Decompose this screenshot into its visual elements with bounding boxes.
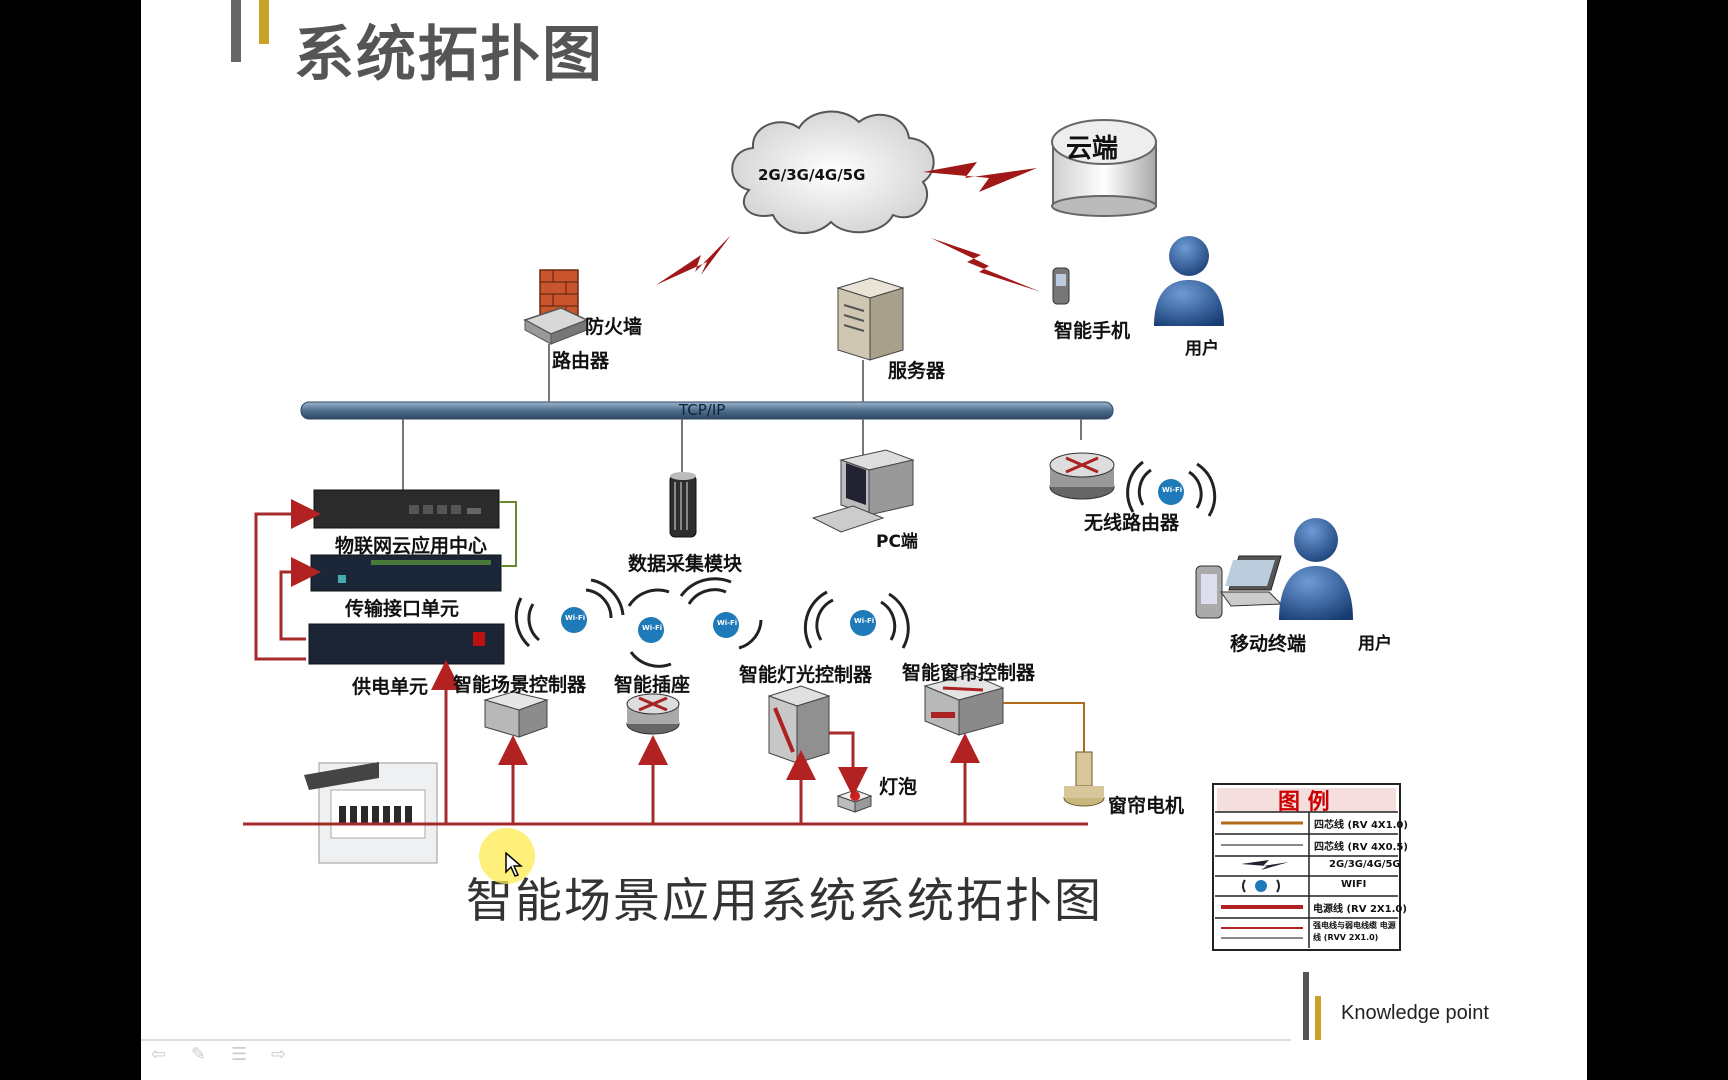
firewall-icon — [523, 269, 589, 345]
bulb-label: 灯泡 — [879, 776, 918, 798]
data-module-label: 数据采集模块 — [628, 553, 743, 575]
scene-controller-icon — [483, 691, 549, 738]
server-label: 服务器 — [888, 360, 946, 382]
legend-title: 图 例 — [1278, 790, 1330, 815]
lightning-icon-cloud-server — [923, 162, 1037, 192]
slide: 系统拓扑图 — [141, 0, 1587, 1080]
diagram-caption: 智能场景应用系统系统拓扑图 — [466, 874, 1103, 929]
curtain-controller-icon — [923, 673, 1005, 736]
wifi-icon-3 — [679, 577, 763, 650]
scene-controller-label: 智能场景控制器 — [453, 674, 587, 696]
wifi-icon-1 — [514, 578, 625, 648]
legend-row-6: 强电线与弱电线缆 电源线 (RVV 2X1.0) — [1313, 921, 1396, 942]
nav-pen-icon[interactable]: ✎ — [191, 1044, 207, 1065]
wifi-icon-5 — [1126, 460, 1217, 517]
smartphone-label: 智能手机 — [1054, 320, 1131, 342]
user-icon-bottom — [1279, 518, 1353, 620]
footer-bar-gold — [1315, 996, 1321, 1040]
smart-socket-label: 智能插座 — [614, 674, 691, 696]
cloud-label: 2G/3G/4G/5G — [758, 166, 866, 184]
page-title: 系统拓扑图 — [294, 20, 604, 90]
wifi-badge-text-4: Wi-Fi — [854, 617, 875, 625]
transport-unit-label: 传输接口单元 — [345, 598, 460, 620]
footer-knowledge-point: Knowledge point — [1341, 1002, 1489, 1024]
rack-link — [499, 501, 517, 567]
nav-prev-icon[interactable]: ⇦ — [151, 1044, 167, 1065]
legend-row-5: 电源线 (RV 2X1.0) — [1313, 904, 1407, 915]
wifi-badge-text-5: Wi-Fi — [1162, 486, 1183, 494]
router-label: 路由器 — [552, 350, 610, 372]
cloud-server-icon — [1051, 119, 1157, 217]
nav-menu-icon[interactable]: ☰ — [231, 1044, 248, 1065]
topology-diagram — [141, 110, 1401, 1041]
lightning-icon-phone — [931, 238, 1041, 292]
light-controller-icon — [767, 685, 831, 764]
legend-row-1: 四芯线 (RV 4X1.0) — [1314, 820, 1408, 831]
legend-row-2: 四芯线 (RV 4X0.5) — [1314, 842, 1408, 853]
bulb-icon — [836, 789, 873, 813]
data-module-icon — [669, 472, 697, 538]
light-controller-label: 智能灯光控制器 — [739, 664, 873, 686]
mobile-terminal-label: 移动终端 — [1230, 633, 1307, 655]
power-unit-icon — [308, 623, 505, 665]
curtain-link — [1003, 702, 1085, 752]
smartphone-icon — [1052, 267, 1070, 305]
wireless-router-label: 无线路由器 — [1084, 512, 1180, 534]
wifi-badge-text-3: Wi-Fi — [717, 619, 738, 627]
lightning-icon-firewall — [656, 235, 731, 285]
title-bar-gold — [259, 0, 269, 44]
user-icon-top — [1154, 236, 1224, 326]
wifi-badge-text-2: Wi-Fi — [642, 624, 663, 632]
legend-row-3: 2G/3G/4G/5G — [1329, 859, 1401, 870]
rack-power-lines — [254, 499, 321, 661]
legend-box — [1212, 783, 1401, 951]
cloud-server-label: 云端 — [1066, 134, 1119, 164]
legend-row-4: WIFI — [1341, 879, 1367, 890]
server-icon — [836, 277, 905, 361]
smart-socket-icon — [626, 693, 680, 735]
iot-center-label: 物联网云应用中心 — [335, 535, 488, 557]
firewall-label: 防火墙 — [585, 316, 643, 338]
distribution-box-icon — [304, 762, 438, 864]
title-bar-gray — [231, 0, 241, 62]
wifi-icon-2 — [627, 588, 672, 668]
pc-icon — [811, 449, 915, 533]
curtain-controller-label: 智能窗帘控制器 — [902, 662, 1036, 684]
mobile-terminal-icon — [1195, 555, 1283, 619]
transport-unit-icon — [310, 554, 502, 592]
tcp-ip-bus — [300, 401, 1114, 420]
user-bottom-label: 用户 — [1358, 634, 1392, 654]
curtain-motor-icon — [1063, 751, 1105, 807]
cursor-icon — [505, 852, 523, 877]
wifi-badge-text-1: Wi-Fi — [565, 614, 586, 622]
wifi-icon-4 — [803, 590, 910, 649]
pc-label: PC端 — [876, 532, 918, 552]
power-feed-arrows — [431, 660, 980, 824]
cloud-icon — [731, 110, 935, 235]
nav-next-icon[interactable]: ⇨ — [271, 1044, 287, 1065]
bus-label: TCP/IP — [679, 401, 726, 419]
power-unit-label: 供电单元 — [352, 676, 429, 698]
curtain-motor-label: 窗帘电机 — [1108, 795, 1185, 817]
wireless-router-icon — [1049, 452, 1115, 500]
bus-connectors — [402, 344, 1082, 490]
iot-center-icon — [313, 489, 500, 529]
user-top-label: 用户 — [1185, 339, 1219, 359]
footer-bar-gray — [1303, 972, 1309, 1040]
